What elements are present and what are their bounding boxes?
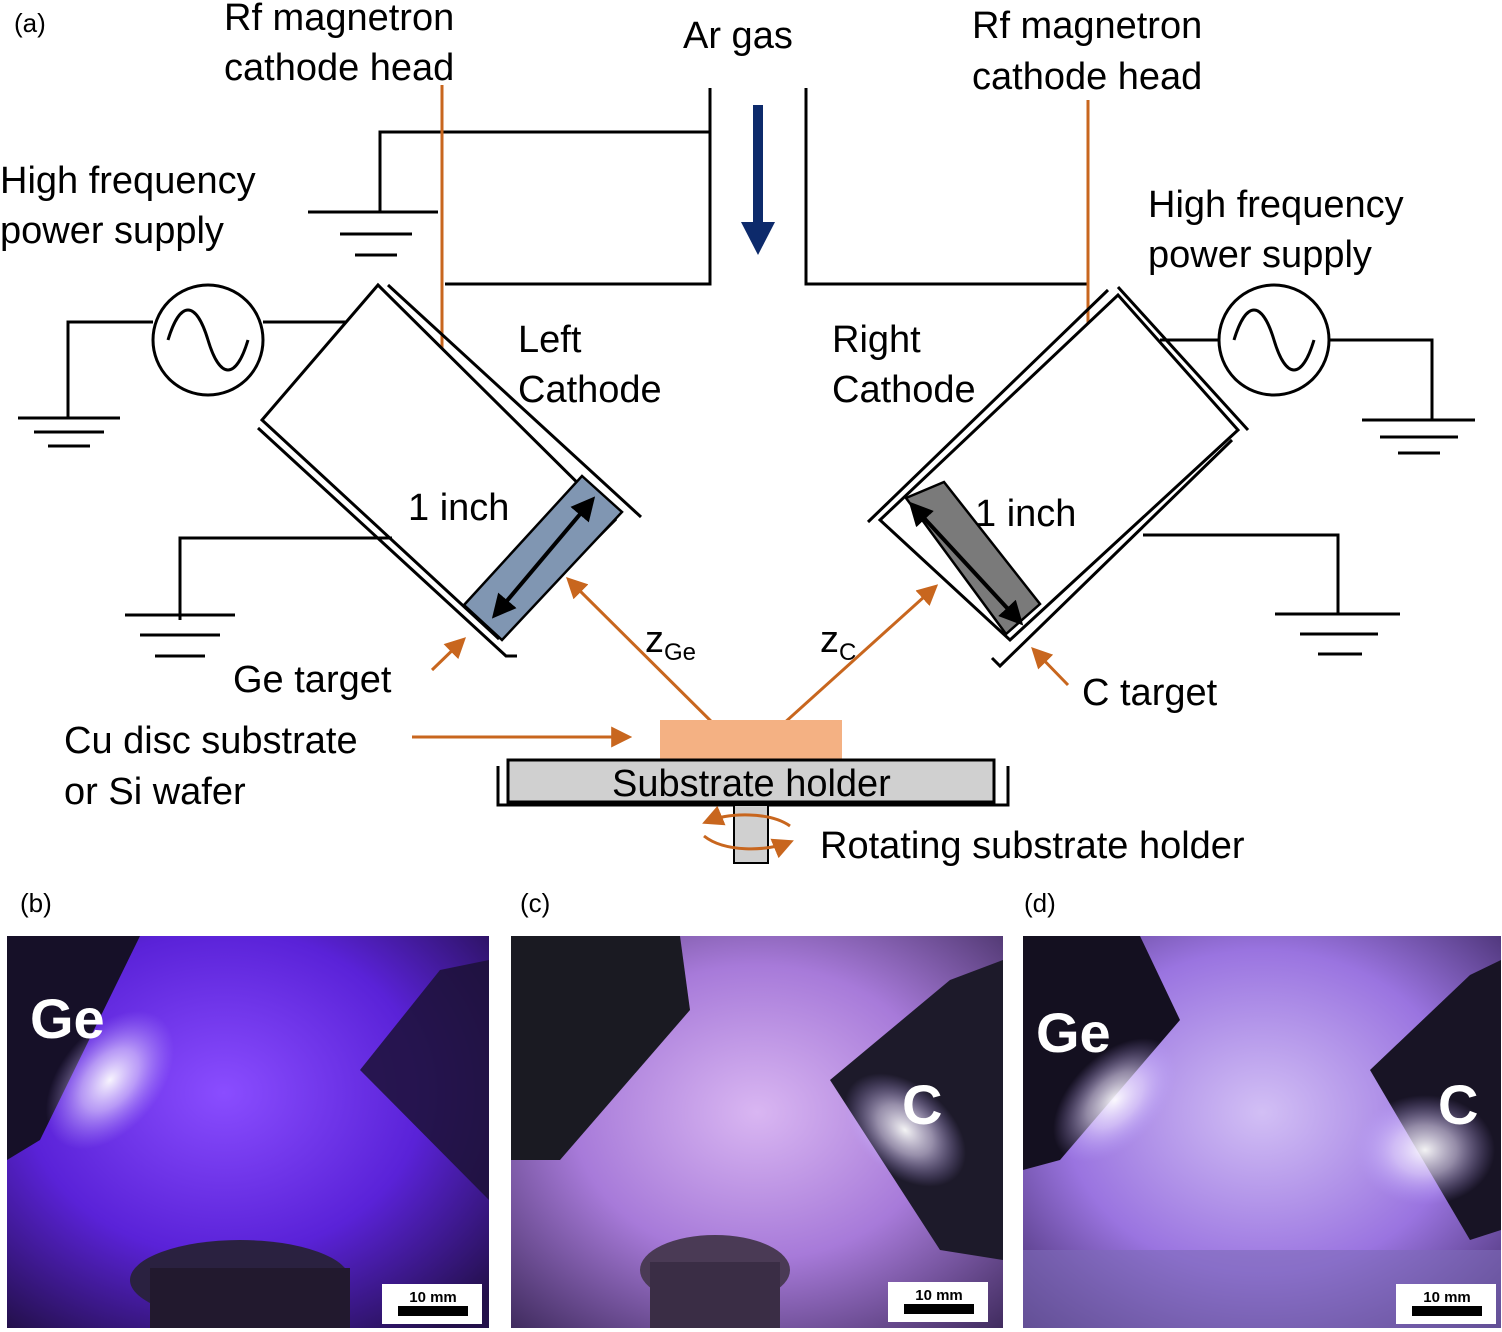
left-cathode-label-1: Left bbox=[518, 319, 582, 361]
rf-head-right-label-1: Rf magnetron bbox=[972, 5, 1202, 47]
ar-gas-arrow bbox=[741, 105, 775, 255]
panel-d-label: (d) bbox=[1024, 888, 1056, 918]
one-inch-left-label: 1 inch bbox=[408, 487, 509, 529]
chamber-outline bbox=[308, 88, 1088, 286]
right-cathode bbox=[866, 285, 1400, 669]
c-target-arrow bbox=[1031, 646, 1070, 687]
c-target-label: C target bbox=[1082, 672, 1218, 714]
hf-left-label-1: High frequency bbox=[0, 160, 256, 202]
photo-d bbox=[1023, 936, 1501, 1328]
ge-target-arrow bbox=[430, 637, 467, 672]
hf-power-supply-left bbox=[18, 283, 355, 448]
hf-right-label-1: High frequency bbox=[1148, 184, 1404, 226]
panel-c-label: (c) bbox=[520, 888, 550, 918]
one-inch-left-arrow bbox=[491, 496, 596, 619]
hf-left-label-2: power supply bbox=[0, 210, 224, 252]
substrate-holder bbox=[496, 758, 1010, 864]
right-cathode-label-2: Cathode bbox=[832, 369, 976, 411]
scale-bar-b: 10 mm bbox=[382, 1284, 482, 1324]
photo-b bbox=[7, 936, 489, 1328]
hf-power-supply-right bbox=[1160, 283, 1475, 455]
panel-b-label: (b) bbox=[20, 888, 52, 918]
substrate-label-2: or Si wafer bbox=[64, 771, 246, 813]
left-cathode-label-2: Cathode bbox=[518, 369, 662, 411]
substrate-holder-label: Substrate holder bbox=[612, 763, 891, 805]
rotating-label: Rotating substrate holder bbox=[820, 825, 1245, 867]
svg-text:10 mm: 10 mm bbox=[915, 1287, 963, 1304]
substrate-label-1: Cu disc substrate bbox=[64, 720, 358, 762]
svg-text:10 mm: 10 mm bbox=[409, 1289, 457, 1306]
photo-d-ge-label: Ge bbox=[1036, 1001, 1111, 1064]
one-inch-right-label: 1 inch bbox=[975, 493, 1076, 535]
scale-bar-d: 10 mm bbox=[1396, 1284, 1496, 1324]
z-c-label: zC bbox=[820, 619, 856, 666]
photo-b-ge-label: Ge bbox=[30, 987, 105, 1050]
rf-head-right-label-2: cathode head bbox=[972, 56, 1202, 98]
photo-c bbox=[511, 936, 1003, 1328]
svg-text:10 mm: 10 mm bbox=[1423, 1289, 1471, 1306]
z-ge-label: zGe bbox=[645, 619, 696, 666]
rotation-arrows bbox=[702, 805, 794, 859]
photo-d-c-label: C bbox=[1438, 1073, 1478, 1136]
ge-target-label: Ge target bbox=[233, 659, 392, 701]
scale-bar-c: 10 mm bbox=[888, 1282, 988, 1322]
cu-substrate bbox=[660, 720, 842, 760]
hf-right-label-2: power supply bbox=[1148, 234, 1372, 276]
rf-head-left-label-2: cathode head bbox=[224, 47, 454, 89]
panel-a-label: (a) bbox=[14, 8, 46, 38]
photo-c-c-label: C bbox=[902, 1073, 942, 1136]
right-cathode-label-1: Right bbox=[832, 319, 921, 361]
rf-head-left-label-1: Rf magnetron bbox=[224, 0, 454, 39]
one-inch-right-arrow bbox=[908, 501, 1024, 626]
ar-gas-label: Ar gas bbox=[683, 15, 793, 57]
